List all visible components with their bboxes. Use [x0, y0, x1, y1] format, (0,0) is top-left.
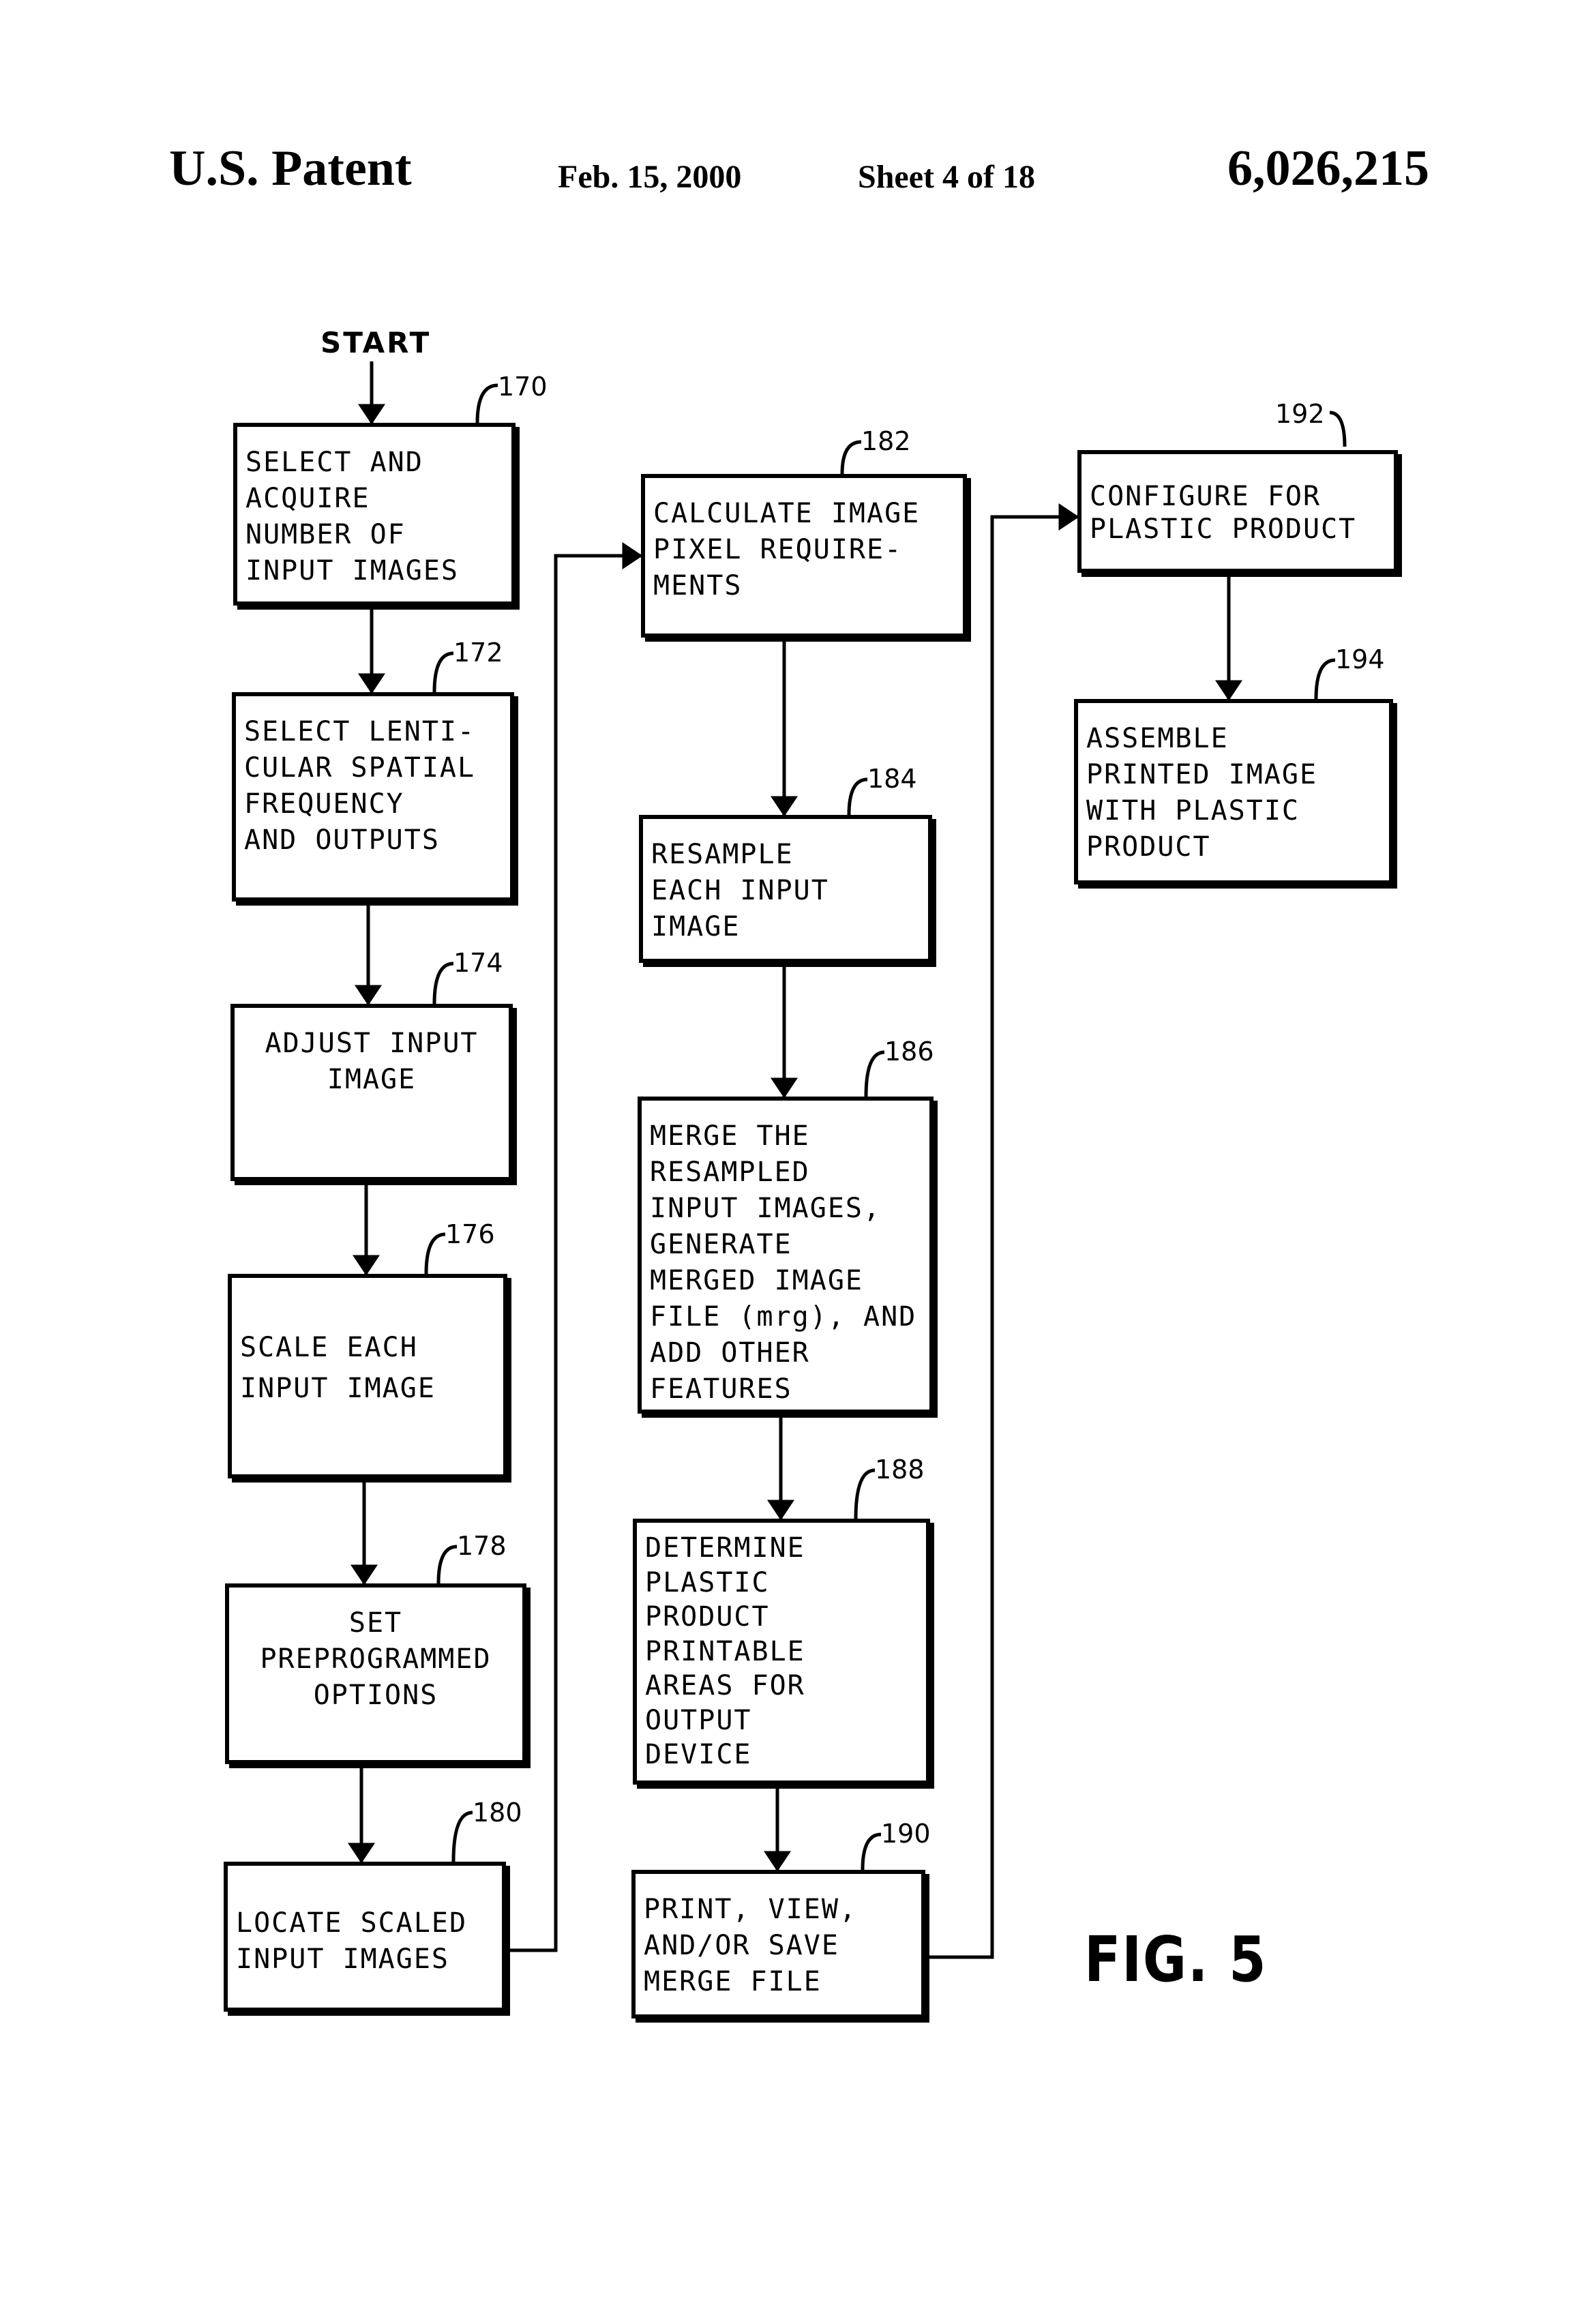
ref-178: 178: [457, 1531, 507, 1561]
step-box-190: PRINT, VIEW, AND/OR SAVE MERGE FILE: [631, 1870, 925, 2018]
step-box-170: SELECT AND ACQUIRE NUMBER OF INPUT IMAGE…: [233, 423, 516, 606]
ref-170: 170: [498, 372, 548, 402]
ref-174: 174: [453, 948, 503, 978]
ref-172: 172: [453, 638, 503, 668]
ref-182: 182: [861, 426, 911, 456]
step-box-188: DETERMINE PLASTIC PRODUCT PRINTABLE AREA…: [633, 1519, 930, 1785]
ref-194: 194: [1335, 644, 1385, 674]
ref-176: 176: [445, 1219, 495, 1249]
step-box-178: SET PREPROGRAMMED OPTIONS: [225, 1583, 526, 1764]
step-box-172: SELECT LENTI- CULAR SPATIAL FREQUENCY AN…: [232, 692, 514, 902]
ref-184: 184: [867, 764, 917, 794]
patent-label: U.S. Patent: [169, 140, 412, 196]
start-label: START: [320, 326, 432, 359]
ref-190: 190: [881, 1819, 931, 1849]
ref-180: 180: [473, 1798, 522, 1828]
step-box-182: CALCULATE IMAGE PIXEL REQUIRE- MENTS: [641, 474, 967, 638]
patent-number: 6,026,215: [1227, 140, 1429, 196]
step-box-186: MERGE THE RESAMPLED INPUT IMAGES, GENERA…: [638, 1097, 934, 1414]
patent-date: Feb. 15, 2000: [558, 159, 742, 195]
step-box-180: LOCATE SCALED INPUT IMAGES: [224, 1862, 506, 2012]
step-box-192: CONFIGURE FOR PLASTIC PRODUCT: [1077, 450, 1398, 573]
step-box-176: SCALE EACH INPUT IMAGE: [228, 1274, 507, 1478]
step-box-174: ADJUST INPUT IMAGE: [230, 1004, 513, 1181]
sheet-number: Sheet 4 of 18: [858, 159, 1035, 195]
ref-188: 188: [875, 1455, 925, 1485]
ref-192: 192: [1275, 399, 1325, 429]
step-box-194: ASSEMBLE PRINTED IMAGE WITH PLASTIC PROD…: [1074, 699, 1393, 884]
figure-label: FIG. 5: [1084, 1923, 1268, 1996]
step-box-184: RESAMPLE EACH INPUT IMAGE: [639, 815, 932, 963]
ref-186: 186: [884, 1037, 934, 1067]
